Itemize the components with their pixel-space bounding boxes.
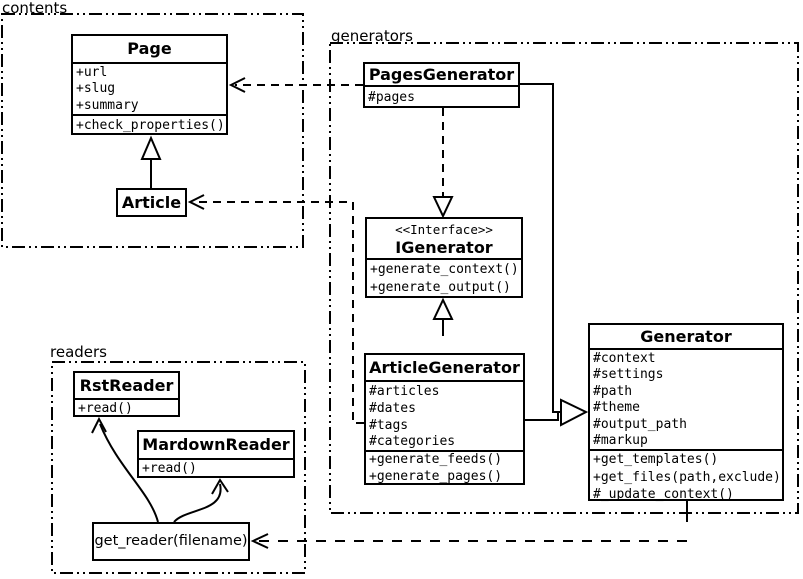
class-generator-attributes: #context #settings #path #theme #output_… [590,348,782,449]
hollow-triangle-arrowhead [432,196,454,219]
attribute: +slug [76,81,116,97]
attribute: #settings [593,367,664,383]
method: +read() [142,461,197,476]
class-igenerator-methods: +generate_context() +generate_output() [367,258,521,297]
edge-generator-to-get-reader [250,501,688,549]
method: +generate_feeds() [369,452,503,467]
open-arrowhead [91,416,107,434]
edge-get-reader-to-markdownreader [173,478,229,523]
open-arrowhead [250,533,269,549]
class-rstreader: RstReader +read() [73,371,180,417]
class-generator-title: Generator [640,327,732,346]
package-frame-generators [329,42,799,514]
package-frame-readers [51,361,306,574]
class-articlegenerator: ArticleGenerator #articles #dates #tags … [364,353,525,485]
hollow-triangle-arrowhead [560,398,589,427]
class-igenerator: <<Interface>> IGenerator +generate_conte… [365,217,523,298]
class-page-methods: +check_properties() [73,113,226,135]
edge-pagesgenerator-realizes-igenerator [432,108,454,219]
package-label-generators: generators [331,27,413,45]
attribute: +url [76,65,108,80]
class-igenerator-header: <<Interface>> IGenerator [367,219,521,258]
class-articlegenerator-title: ArticleGenerator [369,358,520,377]
class-article: Article [116,188,187,217]
method: +check_properties() [76,117,225,133]
class-generator: Generator #context #settings #path #them… [588,323,784,503]
class-markdownreader-methods: +read() [139,458,293,478]
class-markdownreader-title: MardownReader [142,435,290,454]
edge-pagesgenerator-to-page [228,77,363,93]
class-articlegenerator-methods: +generate_feeds() +generate_pages() [366,450,523,485]
class-rstreader-methods: +read() [75,398,178,417]
edge-articlegenerator-implements-igenerator [432,297,454,336]
edge-article-extends-page [140,135,162,188]
edge-articlegenerator-extends-generator [525,398,589,427]
open-arrowhead [187,194,205,210]
edge-pagesgenerator-extends-generator [520,83,561,413]
class-pagesgenerator-attributes: #pages [365,85,518,107]
package-frame-contents [1,13,304,248]
method: +get_templates() [593,452,719,468]
method: +generate_context() [370,262,519,277]
open-arrowhead [211,478,229,495]
hollow-triangle-arrowhead [140,135,162,160]
class-page-attributes: +url +slug +summary [73,62,226,114]
class-page: Page +url +slug +summary +check_properti… [71,34,228,135]
attribute: #output_path [593,416,687,432]
class-pagesgenerator: PagesGenerator #pages [363,62,520,108]
attribute: #dates [369,401,416,416]
function-get-reader: get_reader(filename) [92,522,250,561]
attribute: #categories [369,434,456,449]
class-generator-methods: +get_templates() +get_files(path,exclude… [590,449,782,503]
method: +generate_pages() [369,468,503,484]
class-igenerator-title: IGenerator [395,238,493,257]
package-label-readers: readers [50,343,107,361]
attribute: #articles [369,384,440,399]
attribute: #pages [368,90,415,105]
edge-articlegenerator-to-article [187,194,364,424]
edge-get-reader-to-rstreader [91,416,159,523]
class-page-title: Page [127,39,172,58]
method: +read() [78,401,133,416]
attribute: #context [593,351,656,366]
function-get-reader-label: get_reader(filename) [94,533,248,549]
attribute: +summary [76,97,139,113]
class-markdownreader: MardownReader +read() [137,430,295,478]
package-label-contents: contents [2,0,68,17]
open-arrowhead [228,77,246,93]
attribute: #tags [369,418,409,433]
method: #_update_context() [593,487,734,503]
class-igenerator-stereotype: <<Interface>> [395,222,493,237]
class-article-title: Article [121,193,182,212]
attribute: #path [593,383,633,399]
class-articlegenerator-attributes: #articles #dates #tags #categories [366,380,523,450]
attribute: #theme [593,400,640,416]
class-pagesgenerator-title: PagesGenerator [368,65,515,84]
class-rstreader-title: RstReader [79,376,174,395]
method: +generate_output() [370,280,511,295]
attribute: #markup [593,433,648,449]
method: +get_files(path,exclude) [593,469,781,485]
hollow-triangle-arrowhead [432,297,454,320]
